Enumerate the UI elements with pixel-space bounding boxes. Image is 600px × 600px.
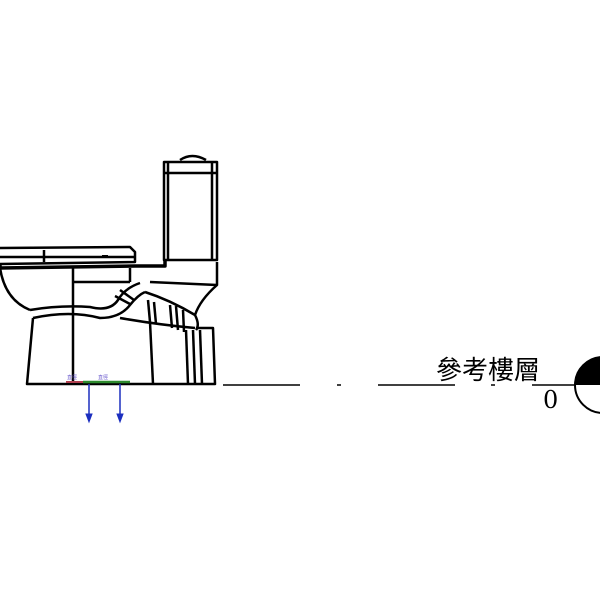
toilet-tank: [162, 154, 219, 262]
level-name: 參考樓層: [436, 356, 541, 386]
connector-label: 直徑: [67, 374, 77, 381]
arrow-down-icon: [85, 384, 93, 424]
connector-label: 直徑: [98, 374, 108, 381]
level-elevation: 0: [543, 386, 559, 414]
toilet-elevation: [0, 154, 219, 386]
toilet-seat: [0, 245, 167, 270]
toilet-bowl: [0, 262, 219, 384]
toilet-base: [25, 317, 217, 386]
level-head-symbol: [574, 356, 600, 414]
pipe-connectors: 直徑 直徑: [66, 374, 130, 424]
arrow-down-icon: [116, 384, 124, 424]
